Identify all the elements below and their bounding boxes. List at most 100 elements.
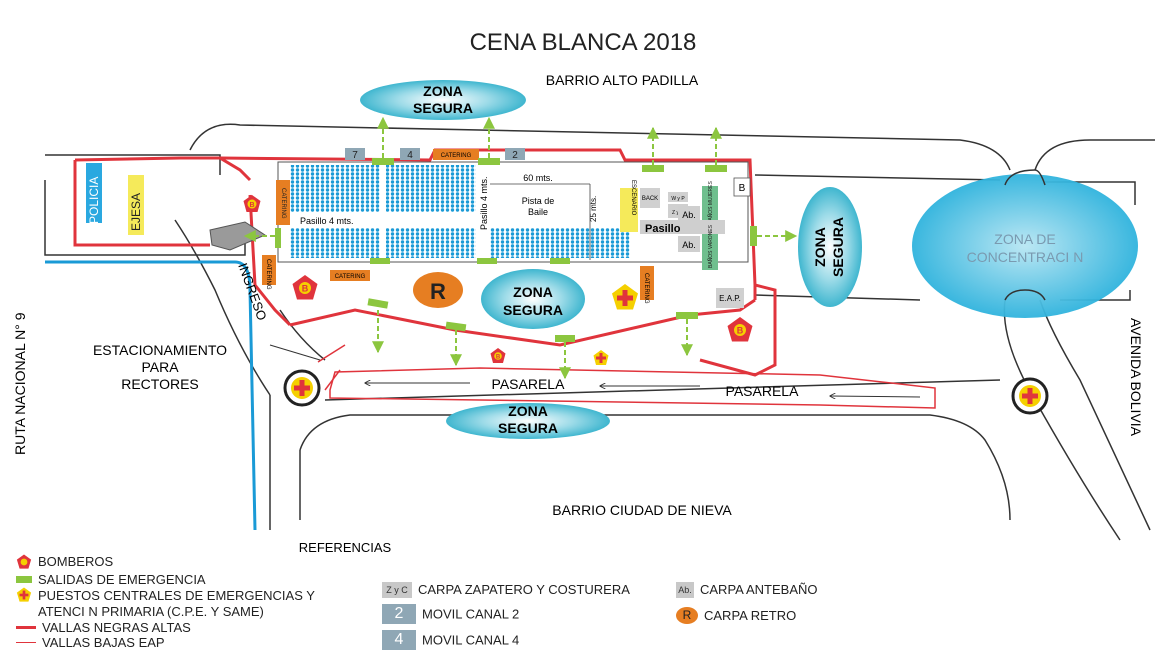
estacionamiento-label-2: PARA [141, 359, 179, 375]
retro-marker [413, 272, 463, 308]
legend-zyc: Z y C CARPA ZAPATERO Y COSTURERA [382, 581, 630, 598]
catering-label-1: CATERING [280, 188, 286, 219]
svg-text:B: B [249, 202, 254, 209]
pista-label-2: Baile [528, 207, 548, 217]
movil-2-box [505, 148, 525, 160]
legend-zyc-text: CARPA ZAPATERO Y COSTURERA [418, 582, 630, 598]
ab-legend-icon: Ab. [676, 581, 694, 598]
cross-legend-icon [16, 587, 32, 602]
legend-r-text: CARPA RETRO [704, 608, 797, 624]
pasillo-box [640, 220, 725, 234]
svg-text:B: B [496, 355, 501, 361]
catering-label-2: CATERING [441, 153, 472, 159]
zona-concentracion [912, 174, 1138, 318]
movil-4-label: 4 [407, 150, 413, 161]
pasarela-label-2: PASARELA [726, 383, 800, 399]
dim-25-label: 25 mts. [589, 196, 598, 222]
estacionamiento-label-3: RECTORES [121, 376, 199, 392]
barrio-ciudad-label: BARRIO CIUDAD DE NIEVA [552, 502, 732, 518]
ab-box-1 [678, 206, 700, 222]
policia-box [86, 163, 102, 223]
legend-title: REFERENCIAS [299, 540, 392, 555]
zona-segura-bottom [446, 403, 610, 439]
legend-puestos-text-1: PUESTOS CENTRALES DE EMERGENCIAS Y [38, 588, 315, 604]
ejesa-box [128, 175, 144, 235]
ab-label-2: Ab. [682, 240, 696, 250]
b-label: B [739, 183, 746, 194]
catering-label-3: CATERING [335, 274, 366, 280]
canal4-legend-icon: 4 [382, 630, 416, 650]
wyp-box [668, 192, 688, 202]
legend-salidas-text: SALIDAS DE EMERGENCIA [38, 572, 206, 588]
valla-alta-legend-icon [16, 626, 36, 630]
emergency-post-4 [1011, 377, 1049, 415]
pasillo-4-vertical-label: Pasillo 4 mts. [479, 176, 489, 230]
legend-ab-text: CARPA ANTEBAÑO [700, 582, 818, 598]
policia-label: POLICIA [87, 177, 101, 224]
varones-label: BAÑOS VARONES [707, 224, 714, 268]
legend-puestos-text-2: ATENCI N PRIMARIA (C.P.E. Y SAME) [38, 604, 264, 620]
pasarela-label-1: PASARELA [492, 376, 566, 392]
estacionamiento-label-1: ESTACIONAMIENTO [93, 342, 227, 358]
r-legend-icon: R [676, 607, 698, 625]
zona-concentracion-2: CONCENTRACI N [967, 249, 1084, 265]
bombero-legend-icon [16, 554, 32, 569]
retro-label: R [430, 279, 446, 304]
legend-vallas-bajas-text: VALLAS BAJAS EAP [42, 635, 165, 650]
salida-legend-icon [16, 576, 32, 584]
pasillo-4-label: Pasillo 4 mts. [300, 216, 354, 226]
movil-4-box [400, 148, 420, 160]
ingreso-gate [209, 221, 267, 251]
bombero-marker-3: B [727, 317, 753, 342]
map-title: CENA BLANCA 2018 [470, 29, 697, 56]
eap-box [716, 288, 744, 308]
legend-vallas-altas: VALLAS NEGRAS ALTAS [16, 619, 191, 635]
legend-vallas-bajas: VALLAS BAJAS EAP [16, 634, 165, 650]
legend-r: R CARPA RETRO [676, 607, 797, 625]
mujeres-label: BAÑOS MUJERES [707, 181, 714, 224]
vallas-bajas [317, 344, 936, 409]
bombero-marker-4: B [490, 348, 506, 363]
legend-ab: Ab. CARPA ANTEBAÑO [676, 581, 818, 598]
ab-box-2 [678, 236, 700, 252]
legend-canal4-text: MOVIL CANAL 4 [422, 632, 520, 648]
legend-salidas: SALIDAS DE EMERGENCIA [16, 571, 206, 587]
varones-box [702, 234, 718, 270]
b-box [733, 177, 751, 197]
zona-concentracion-roads [1004, 169, 1046, 301]
barrio-alto-label: BARRIO ALTO PADILLA [546, 72, 699, 88]
river-line [45, 260, 257, 531]
back-label: BACK [642, 196, 658, 202]
zona-concentracion-1: ZONA DE [994, 231, 1055, 247]
eap-label: E.A.P. [719, 294, 741, 303]
emergency-post-2 [593, 350, 609, 365]
movil-2-label: 2 [512, 150, 518, 161]
legend-bomberos-text: BOMBEROS [38, 554, 114, 570]
dim-60-label: 60 mts. [523, 173, 553, 183]
seat-blocks [290, 165, 630, 258]
avenida-label: AVENIDA BOLIVIA [1128, 318, 1144, 437]
zyc-legend-icon: Z y C [382, 581, 412, 598]
zona-segura-right-2: SEGURA [830, 217, 846, 277]
escenario-box [620, 188, 638, 232]
emergency-posts [283, 284, 1049, 415]
ab-label-1: Ab. [682, 210, 696, 220]
catering-blocks [262, 149, 654, 300]
ejesa-label: EJESA [129, 193, 143, 231]
svg-text:B: B [302, 284, 309, 294]
pasillo-label: Pasillo [645, 223, 681, 235]
zona-segura-right-1: ZONA [812, 227, 828, 267]
legend-vallas-altas-text: VALLAS NEGRAS ALTAS [42, 620, 191, 636]
zona-segura-center [481, 269, 585, 329]
emergency-post-3 [283, 369, 321, 407]
ruta-label: RUTA NACIONAL N° 9 [12, 312, 28, 455]
pista-label-1: Pista de [522, 196, 555, 206]
zona-segura-center-2: SEGURA [503, 302, 563, 318]
mujeres-box [702, 186, 718, 226]
back-box [640, 188, 660, 208]
legend-bomberos: BOMBEROS [16, 553, 113, 570]
escenario-label: ESCENARIO [630, 180, 636, 216]
